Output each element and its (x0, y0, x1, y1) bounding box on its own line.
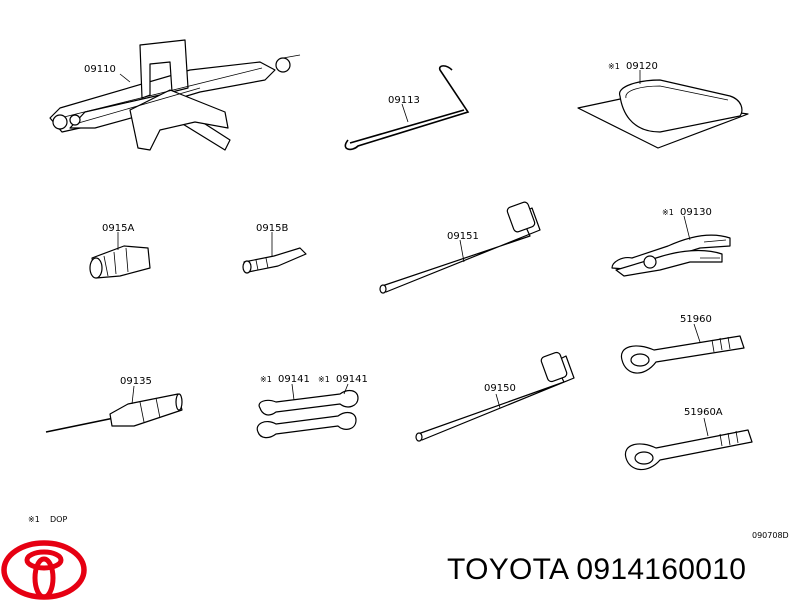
mark-09141-right: ※1 (318, 375, 330, 384)
part-number-caption: TOYOTA 0914160010 (447, 553, 746, 587)
callout-09130: 09130 (680, 207, 712, 218)
callout-0915a: 0915A (102, 223, 134, 234)
callout-0915b: 0915B (256, 223, 288, 234)
footnote-text: DOP (50, 515, 67, 524)
mark-09130: ※1 (662, 208, 674, 217)
screwdriver-drawing (45, 385, 183, 433)
mark-09141-left: ※1 (260, 375, 272, 384)
callout-09141-right: 09141 (336, 374, 368, 385)
callout-09151: 09151 (447, 231, 479, 242)
callout-09120: 09120 (626, 61, 658, 72)
toyota-logo-icon (1, 540, 87, 600)
adapter-0915a-drawing (89, 232, 151, 279)
tool-bag-drawing (577, 70, 749, 149)
callout-09141-left: 09141 (278, 374, 310, 385)
footnote-mark: ※1 (28, 515, 40, 524)
brand-name: TOYOTA (447, 553, 568, 586)
callout-09113: 09113 (388, 95, 420, 106)
tow-hook-51960a-drawing (624, 417, 753, 471)
adapter-0915b-drawing (242, 232, 307, 274)
part-number: 0914160010 (576, 553, 747, 586)
callout-09150: 09150 (484, 383, 516, 394)
scissor-jack-drawing (49, 39, 301, 151)
pliers-drawing (611, 215, 731, 277)
lug-wrench-09150-drawing (415, 351, 575, 442)
tow-hook-51960-drawing (620, 323, 745, 374)
callout-09135: 09135 (120, 376, 152, 387)
mark-09120: ※1 (608, 62, 620, 71)
lug-wrench-09151-drawing (379, 201, 541, 294)
callout-51960a: 51960A (684, 407, 723, 418)
wrenches-09141-drawing (256, 383, 359, 439)
jack-handle-drawing (344, 65, 470, 151)
drawing-code: 090708D (752, 531, 789, 540)
callout-51960: 51960 (680, 314, 712, 325)
callout-09110: 09110 (84, 64, 116, 75)
